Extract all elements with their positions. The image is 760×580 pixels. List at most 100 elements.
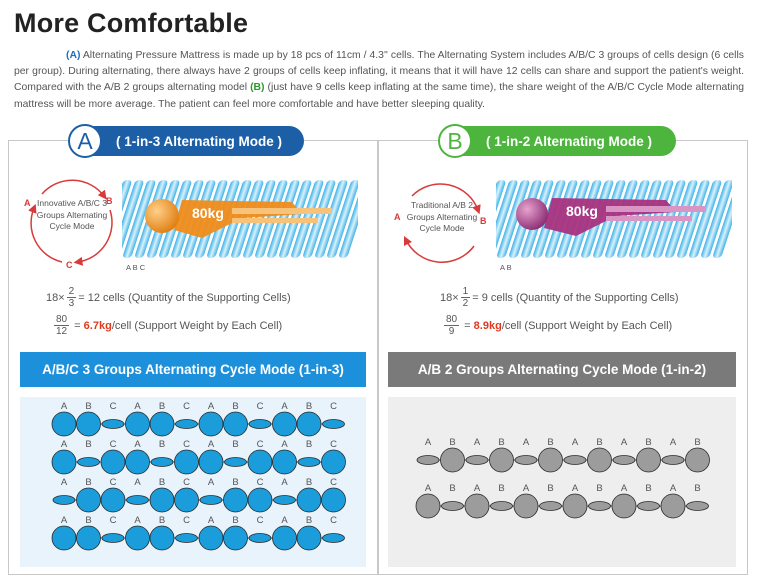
cell-letter: B	[232, 477, 238, 488]
mode-a-header: A ( 1-in-3 Alternating Mode )	[68, 124, 304, 158]
formula-a-lead: 18×	[46, 291, 65, 304]
cell-letter: A	[61, 515, 68, 526]
cell-letter: A	[134, 515, 141, 526]
cell-letter: B	[645, 437, 651, 448]
formula-a2-eq: =	[71, 319, 84, 332]
air-cell	[126, 495, 149, 505]
air-cell	[322, 533, 345, 543]
formula-b2-den: 9	[448, 326, 455, 337]
formula-b2-num: 80	[444, 314, 460, 326]
air-cell	[247, 487, 273, 513]
cell-letter: A	[281, 515, 288, 526]
cell-letter: B	[694, 483, 700, 494]
air-cell	[76, 525, 101, 551]
mode-b-header: B ( 1-in-2 Alternating Mode )	[438, 124, 676, 158]
cell-letter: B	[306, 477, 312, 488]
cell-letter: A	[670, 437, 677, 448]
formula-b2-fraction: 80 9	[444, 314, 460, 337]
mattress-a-axis-letters: A B C	[126, 263, 146, 272]
cell-letter: B	[596, 437, 602, 448]
cell-letter: B	[547, 483, 553, 494]
cell-letter: C	[110, 477, 117, 488]
formula-a2-den: 12	[56, 326, 68, 337]
air-cell	[489, 447, 514, 473]
air-cell	[149, 487, 175, 513]
cycle-arrows-a-icon	[28, 179, 113, 266]
formula-cells-a: 18× 2 3 = 12 cells (Quantity of the Supp…	[46, 286, 291, 309]
cell-letter: A	[134, 439, 141, 450]
cell-letter: A	[572, 437, 579, 448]
air-cell	[272, 525, 297, 551]
air-cell	[660, 493, 686, 519]
air-cell	[100, 449, 126, 475]
mode-a-label: ( 1-in-3 Alternating Mode )	[116, 133, 282, 149]
air-cell	[296, 411, 322, 437]
cell-letter: B	[498, 437, 504, 448]
mattress-illustration-a: A B C	[122, 180, 358, 272]
air-cell	[174, 487, 199, 513]
cycle-b-label-a: A	[394, 212, 401, 222]
air-cell	[223, 411, 248, 437]
air-cell	[611, 493, 637, 519]
air-cell	[248, 419, 272, 429]
cell-letter: C	[257, 515, 264, 526]
air-cell	[686, 501, 709, 511]
air-cell	[636, 447, 661, 473]
formula-b-den: 2	[462, 298, 469, 309]
cell-letter: A	[670, 483, 677, 494]
cycle-a-label-a: A	[24, 198, 31, 208]
cell-letter: B	[159, 439, 165, 450]
air-cell	[321, 449, 346, 475]
formula-weight-a: 80 12 = 6.7kg /cell (Support Weight by E…	[52, 314, 282, 337]
cell-letter: A	[425, 483, 432, 494]
cell-letter: C	[330, 439, 337, 450]
cell-letter: A	[61, 477, 68, 488]
cell-letter: B	[85, 401, 91, 412]
air-cell	[76, 487, 101, 513]
air-cell	[52, 495, 76, 505]
cell-letter: C	[183, 477, 190, 488]
weight-tag-a: 80kg	[192, 205, 224, 221]
air-cell	[51, 411, 77, 437]
cell-letter: B	[306, 515, 312, 526]
air-cell	[538, 447, 563, 473]
formula-b2-eq: =	[461, 319, 474, 332]
mattress-illustration-b: A B	[496, 180, 732, 272]
air-cell	[77, 457, 100, 467]
air-cell	[562, 493, 588, 519]
weight-tag-b: 80kg	[566, 203, 598, 219]
cell-letter: C	[257, 477, 264, 488]
air-cell	[76, 411, 101, 437]
air-cell	[101, 533, 125, 543]
cell-letter: C	[183, 439, 190, 450]
cell-letter: A	[474, 483, 481, 494]
air-cell	[272, 411, 297, 437]
cell-letter: A	[61, 401, 68, 412]
formula-weight-b: 80 9 = 8.9kg /cell (Support Weight by Ea…	[442, 314, 672, 337]
cell-letter: A	[61, 439, 68, 450]
cell-letter: B	[85, 439, 91, 450]
air-cell	[415, 493, 441, 519]
air-cell	[175, 419, 198, 429]
cell-letter: B	[159, 477, 165, 488]
cell-letter: A	[281, 477, 288, 488]
cycle-b-text: Traditional A/B 2 Groups Alternating Cyc…	[406, 200, 478, 233]
air-cell	[563, 455, 587, 465]
air-cell	[198, 411, 224, 437]
mode-a-letter-badge: A	[68, 124, 102, 158]
formula-b2-rest: /cell (Support Weight by Each Cell)	[501, 319, 673, 332]
cell-letter: B	[596, 483, 602, 494]
cell-letter: A	[134, 477, 141, 488]
cell-letter: A	[208, 515, 215, 526]
air-cell	[539, 501, 562, 511]
cell-letter: B	[159, 401, 165, 412]
air-cell	[247, 449, 273, 475]
formula-b2-value: 8.9kg	[473, 319, 502, 332]
formula-b-num: 1	[460, 286, 471, 298]
air-cell	[125, 411, 150, 437]
air-cell	[198, 525, 224, 551]
air-cell	[637, 501, 660, 511]
air-cell	[149, 525, 175, 551]
